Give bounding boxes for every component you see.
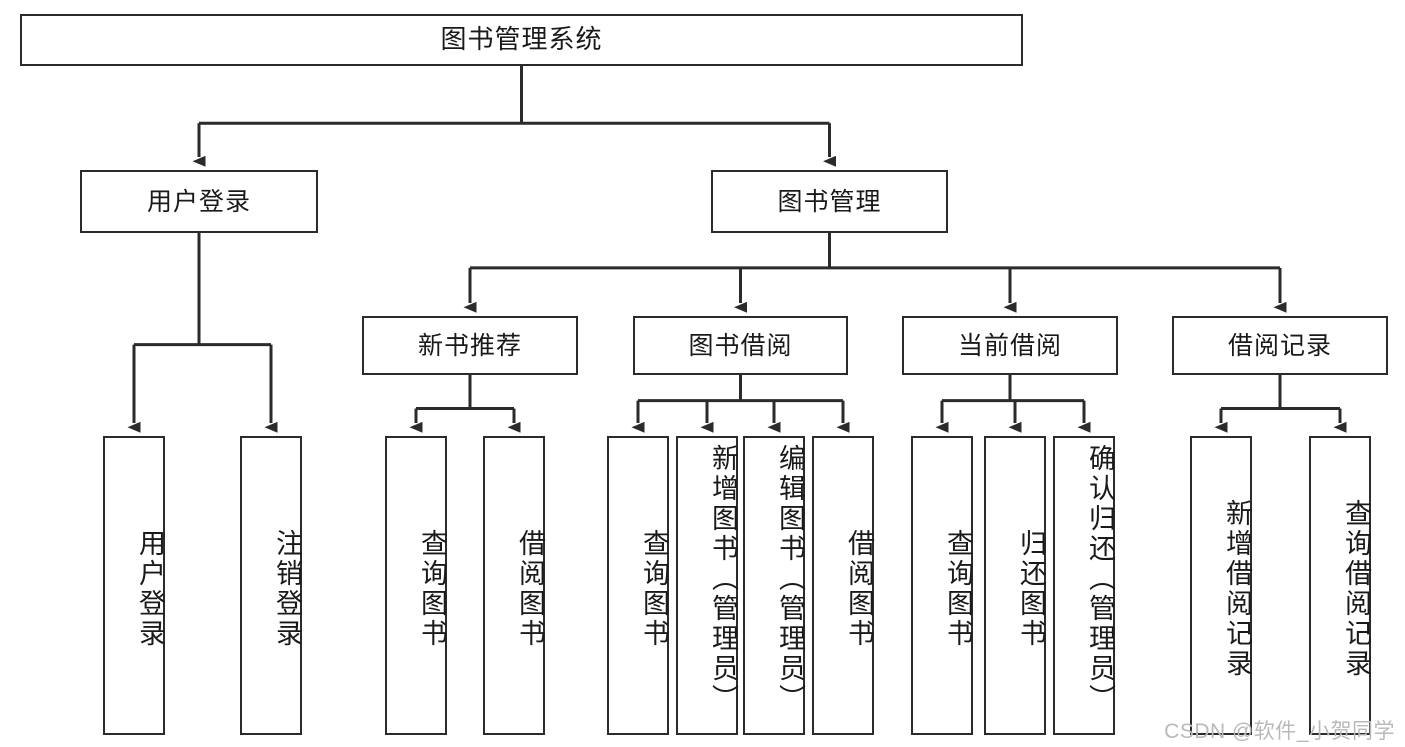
node-book-borrow[interactable]: 图书借阅 <box>633 316 848 375</box>
node-label: 用户登录 <box>146 187 251 216</box>
node-leaf-logout[interactable]: 注销登录 <box>240 436 302 735</box>
node-label: 借阅记录 <box>1227 331 1332 360</box>
node-label: 注销登录 <box>272 528 302 649</box>
node-leaf-borrow-book-2[interactable]: 借阅图书 <box>812 436 874 735</box>
node-leaf-query-book-1[interactable]: 查询图书 <box>385 436 447 735</box>
node-label: 查询图书 <box>943 528 973 649</box>
node-label: 图书管理系统 <box>440 24 603 55</box>
node-label: 新增借阅记录 <box>1222 498 1252 679</box>
node-label: 当前借阅 <box>957 331 1062 360</box>
node-leaf-edit-book-admin[interactable]: 编辑图书（管理员） <box>743 436 805 735</box>
node-leaf-query-borrow-record[interactable]: 查询借阅记录 <box>1309 436 1371 735</box>
node-label: 用户登录 <box>135 528 165 649</box>
node-label: 借阅图书 <box>844 528 874 649</box>
node-leaf-borrow-book-1[interactable]: 借阅图书 <box>483 436 545 735</box>
node-root-system[interactable]: 图书管理系统 <box>20 14 1023 66</box>
node-leaf-add-book-admin[interactable]: 新增图书（管理员） <box>676 436 738 735</box>
node-label: 归还图书 <box>1016 528 1046 649</box>
node-leaf-query-book-2[interactable]: 查询图书 <box>607 436 669 735</box>
node-label: 图书管理 <box>777 187 882 216</box>
node-user-login[interactable]: 用户登录 <box>80 170 318 233</box>
node-label: 新书推荐 <box>417 331 522 360</box>
node-label: 新增图书（管理员） <box>708 444 738 714</box>
node-label: 确认归还（管理员） <box>1085 444 1115 714</box>
node-borrow-record[interactable]: 借阅记录 <box>1172 316 1388 375</box>
node-current-borrow[interactable]: 当前借阅 <box>902 316 1118 375</box>
node-leaf-query-book-3[interactable]: 查询图书 <box>911 436 973 735</box>
node-new-book-recommendation[interactable]: 新书推荐 <box>362 316 578 375</box>
node-leaf-user-login[interactable]: 用户登录 <box>103 436 165 735</box>
node-label: 借阅图书 <box>515 528 545 649</box>
node-leaf-add-borrow-record[interactable]: 新增借阅记录 <box>1190 436 1252 735</box>
node-label: 查询图书 <box>417 528 447 649</box>
node-label: 查询借阅记录 <box>1341 498 1371 679</box>
node-label: 图书借阅 <box>688 331 793 360</box>
node-book-manage[interactable]: 图书管理 <box>711 170 948 233</box>
node-leaf-confirm-return[interactable]: 确认归还（管理员） <box>1053 436 1115 735</box>
node-leaf-return-book[interactable]: 归还图书 <box>984 436 1046 735</box>
node-label: 编辑图书（管理员） <box>775 444 805 714</box>
node-label: 查询图书 <box>639 528 669 649</box>
csdn-watermark: CSDN @软件_小贺同学 <box>1164 720 1395 743</box>
